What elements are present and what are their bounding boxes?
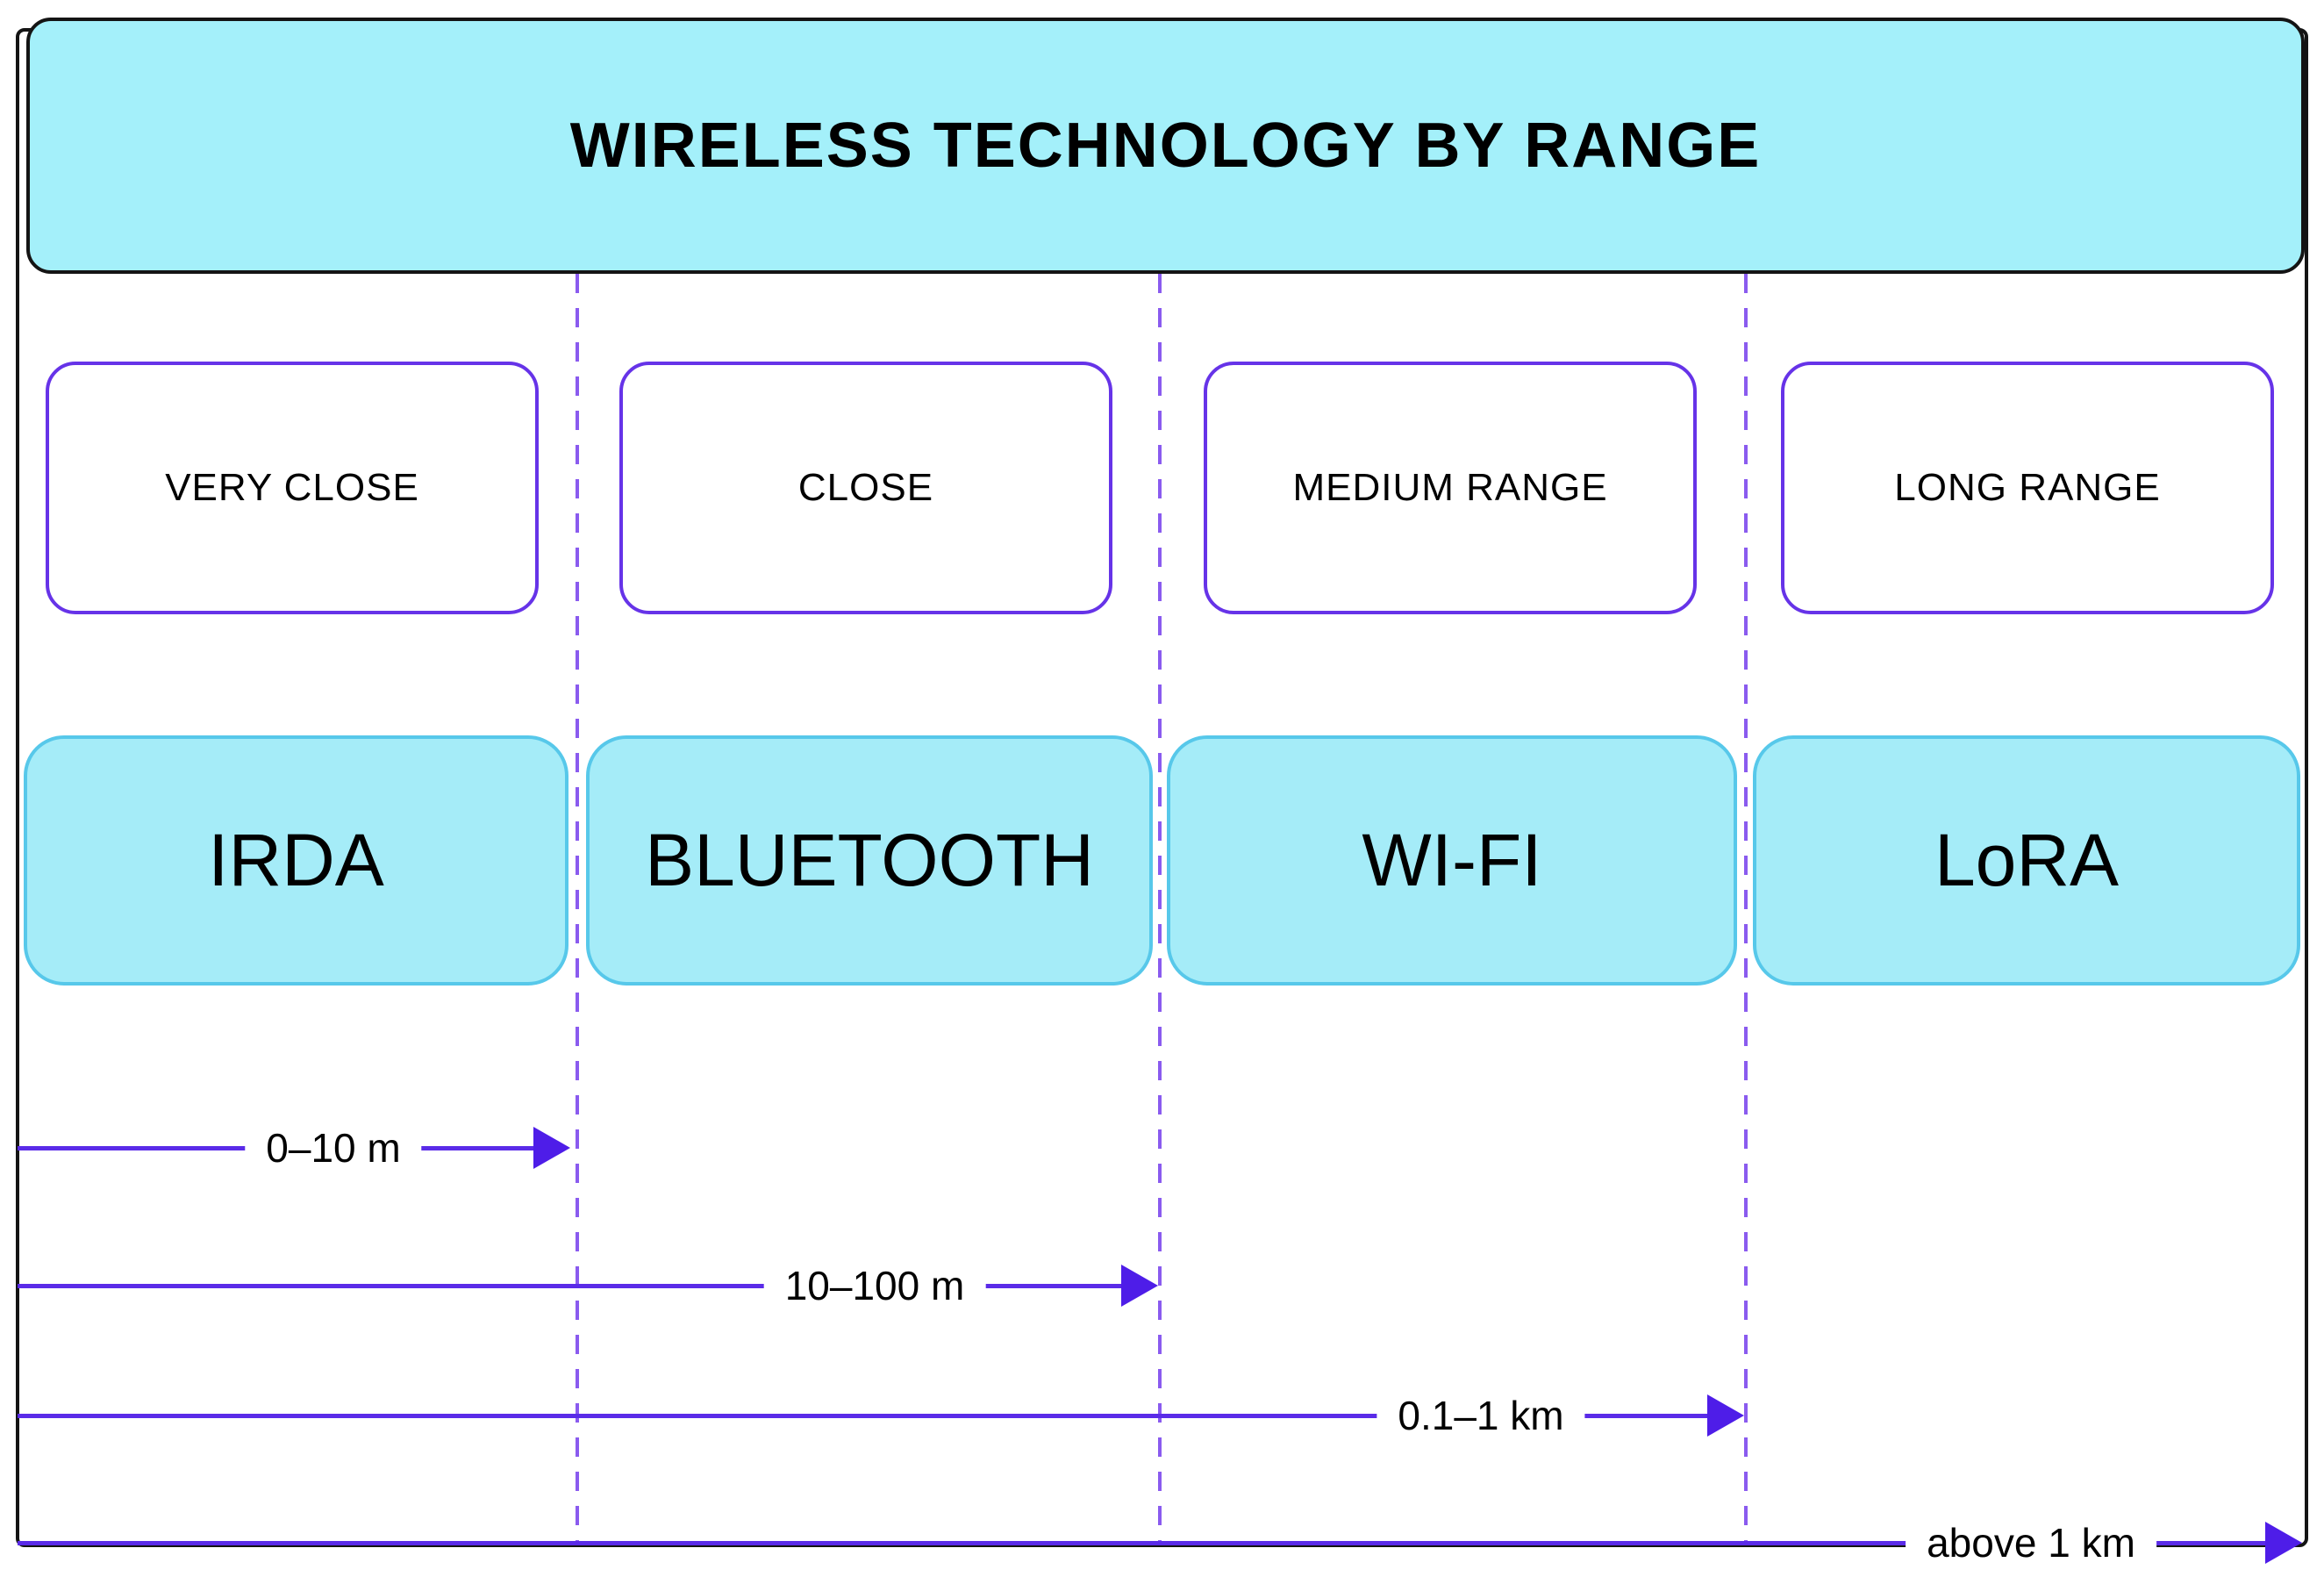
category-label: MEDIUM RANGE xyxy=(1292,466,1608,509)
tech-label: IRDA xyxy=(208,819,384,901)
range-label: 10–100 m xyxy=(763,1261,986,1310)
tech-label: LoRA xyxy=(1934,819,2120,901)
tech-bar-wifi: WI-FI xyxy=(1167,735,1737,986)
column-divider-1 xyxy=(576,274,579,1543)
category-box-medium-range: MEDIUM RANGE xyxy=(1204,362,1697,614)
arrow-shaft xyxy=(18,1414,1713,1418)
category-box-long-range: LONG RANGE xyxy=(1781,362,2274,614)
category-label: LONG RANGE xyxy=(1894,466,2161,509)
arrow-head-icon xyxy=(1707,1394,1744,1437)
arrow-shaft xyxy=(18,1284,1126,1288)
tech-bar-lora: LoRA xyxy=(1753,735,2300,986)
range-label: 0.1–1 km xyxy=(1377,1391,1585,1440)
arrow-head-icon xyxy=(2265,1522,2302,1564)
column-divider-2 xyxy=(1158,274,1162,1543)
diagram-title: WIRELESS TECHNOLOGY BY RANGE xyxy=(569,111,1762,181)
range-label: above 1 km xyxy=(1906,1518,2156,1567)
title-bar: WIRELESS TECHNOLOGY BY RANGE xyxy=(26,18,2305,274)
category-box-very-close: VERY CLOSE xyxy=(46,362,539,614)
tech-bar-bluetooth: BLUETOOTH xyxy=(586,735,1153,986)
tech-bar-irda: IRDA xyxy=(24,735,568,986)
arrow-head-icon xyxy=(533,1127,570,1169)
column-divider-3 xyxy=(1744,274,1748,1543)
category-box-close: CLOSE xyxy=(619,362,1112,614)
category-label: CLOSE xyxy=(797,466,934,509)
tech-label: BLUETOOTH xyxy=(645,819,1094,901)
arrow-shaft xyxy=(18,1541,2270,1545)
range-label: 0–10 m xyxy=(245,1123,422,1172)
tech-label: WI-FI xyxy=(1362,819,1542,901)
arrow-head-icon xyxy=(1121,1265,1158,1307)
category-label: VERY CLOSE xyxy=(165,466,419,509)
